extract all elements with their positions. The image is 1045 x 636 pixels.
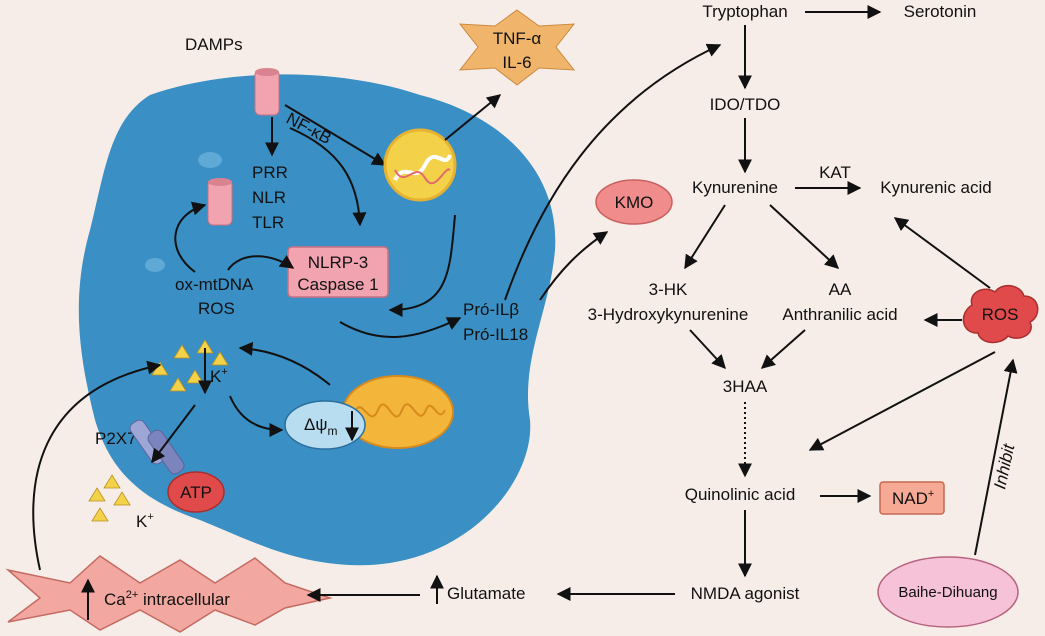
mtdna-to-nlrp3-arrow [227, 255, 295, 271]
kmo-label: KMO [615, 193, 654, 212]
ros-cloud [962, 284, 1039, 344]
k-plus-in-label: K+ [210, 366, 228, 386]
atp-node [167, 471, 225, 513]
baihe-dihuang-label: Baihe-Dihuang [898, 584, 997, 601]
k-to-deltapsi-arrow [229, 395, 284, 437]
cytokine-star-icon [458, 9, 576, 86]
nad-box [879, 481, 945, 515]
caspase1-label: Caspase 1 [297, 275, 378, 294]
aa-to-haa-arrow [760, 329, 806, 369]
aa-full-label: Anthranilic acid [782, 305, 897, 324]
mito-to-k-arrow [238, 341, 331, 386]
hk-full-label: 3-Hydroxykynurenine [588, 305, 749, 324]
glutamate-label: Glutamate [447, 584, 525, 603]
mitochondrion-icon [342, 375, 454, 449]
kynurenine-to-aa-arrow [769, 204, 840, 269]
proil-to-kmo-arrow [539, 231, 609, 301]
k-efflux-arrow [151, 404, 196, 464]
cell-spot [198, 152, 222, 168]
serotonin-label: Serotonin [904, 2, 977, 21]
proil-to-tryptophan-arrow [504, 43, 722, 301]
pro-il18-label: Pró-IL18 [463, 325, 528, 344]
damps-to-nlrp3-arrow [289, 127, 367, 227]
damps-label: DAMPs [185, 35, 243, 54]
tlr-label: TLR [252, 213, 284, 232]
delta-psi-label: Δψm [304, 415, 337, 438]
hk-to-haa-arrow [689, 329, 726, 370]
il6-label: IL-6 [502, 53, 531, 72]
haa-label: 3HAA [723, 377, 768, 396]
tryptophan-label: Tryptophan [702, 2, 787, 21]
inhibit-label: Inhibit [990, 441, 1018, 491]
receptor-channel-icon [207, 178, 233, 226]
baihe-dihuang-node [877, 556, 1019, 628]
ros-cloud-label: ROS [982, 305, 1019, 324]
kmo-node [595, 179, 673, 225]
nad-label: NAD+ [892, 488, 934, 508]
damps-channel-icon [254, 68, 280, 116]
kat-label: KAT [819, 163, 851, 182]
nfkb-arrow [284, 104, 387, 166]
hk-label: 3-HK [649, 280, 688, 299]
cell-body [78, 74, 556, 566]
nlr-label: NLR [252, 188, 286, 207]
ido-tdo-label: IDO/TDO [710, 95, 781, 114]
potassium-outside-icon [88, 474, 131, 522]
ros-cell-label: ROS [198, 299, 235, 318]
nlrp3-label: NLRP-3 [308, 253, 368, 272]
ox-mtdna-label: ox-mtDNA [175, 275, 254, 294]
nucleus-dna-icon [383, 128, 457, 202]
dna-helix-icon [393, 154, 452, 182]
tnf-label: TNF-α [493, 29, 542, 48]
nlrp3-to-proil-arrow [339, 317, 462, 338]
dna-to-nlrp3-arrow [388, 214, 456, 317]
ca-to-potassium-arrow [32, 360, 162, 571]
cell-spot [145, 258, 165, 272]
prr-label: PRR [252, 163, 288, 182]
ros-to-quinolinic-arrow [808, 351, 996, 451]
quinolinic-acid-label: Quinolinic acid [685, 485, 796, 504]
k-plus-out-label: K+ [136, 511, 154, 531]
nlrp3-box [287, 246, 389, 298]
kynurenine-to-hk-arrow [684, 204, 726, 270]
inhibit-arrow [974, 358, 1018, 556]
pro-ilb-label: Pró-ILβ [463, 300, 519, 319]
atp-label: ATP [180, 483, 212, 502]
ca-label: Ca2+ intracellular [104, 589, 230, 609]
mtdna-to-receptor-arrow [174, 201, 207, 273]
kynurenic-acid-label: Kynurenic acid [880, 178, 992, 197]
p2x7-label: P2X7 [95, 429, 137, 448]
ros-to-kynurenic-arrow [893, 217, 991, 289]
nmda-agonist-label: NMDA agonist [691, 584, 800, 603]
kynurenine-label: Kynurenine [692, 178, 778, 197]
dna-to-cytokines-arrow [444, 94, 502, 141]
aa-label: AA [829, 280, 852, 299]
